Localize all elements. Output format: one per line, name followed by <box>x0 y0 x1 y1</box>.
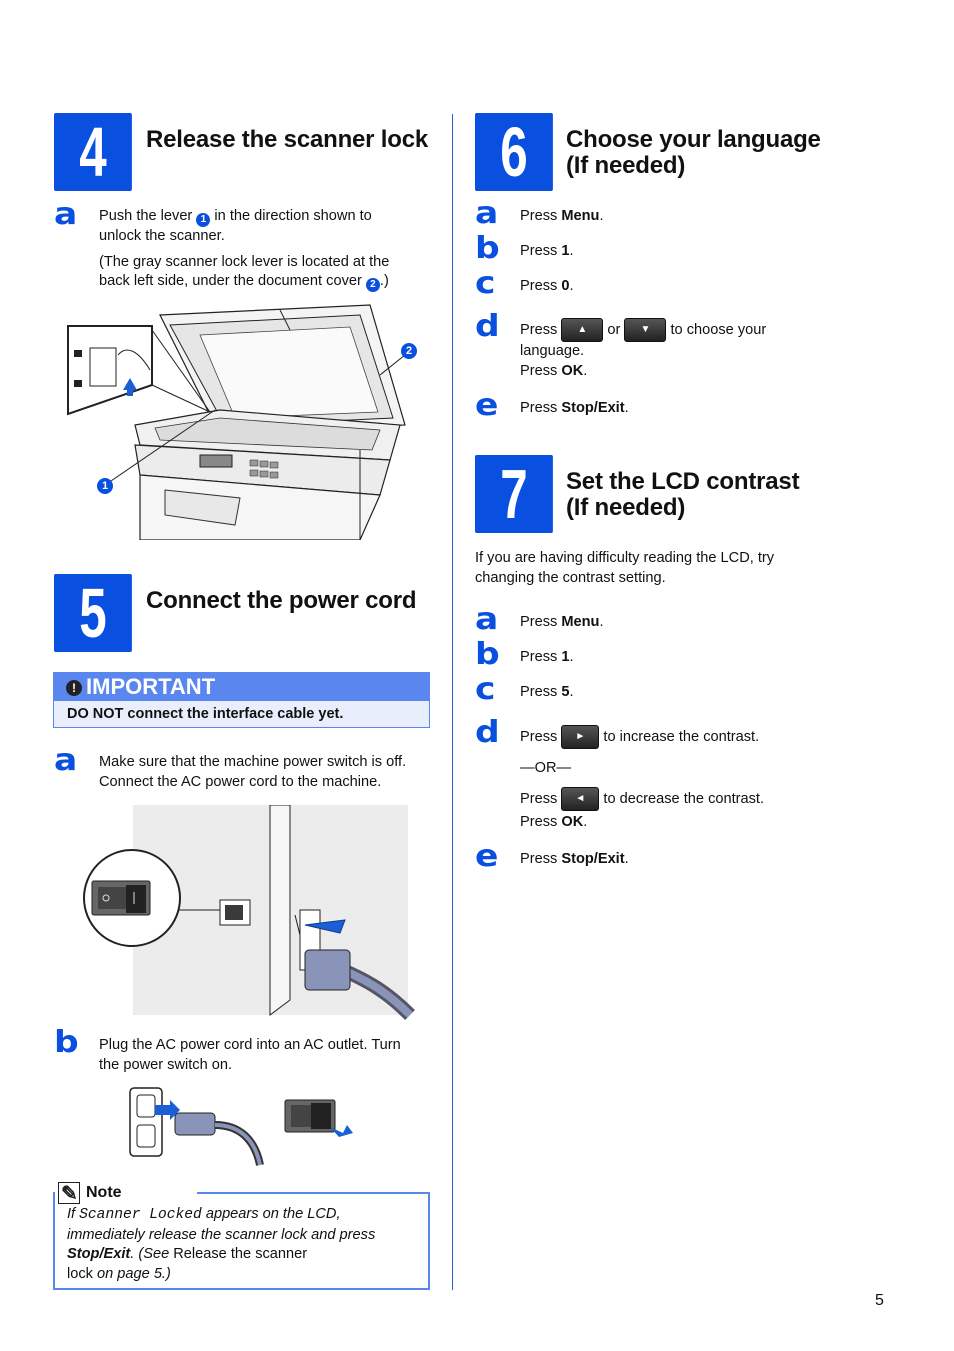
down-arrow-button: ▼ <box>624 318 667 342</box>
column-divider <box>452 114 453 1290</box>
step-6b-text: Press 1. <box>520 243 574 259</box>
outlet-illustration <box>129 1087 353 1166</box>
step-6-title: Choose your language (If needed) <box>566 126 821 179</box>
step-6d-text: Press ▲ or ▼ to choose your language. Pr… <box>520 318 820 381</box>
step-6d-letter: d <box>475 309 500 344</box>
up-arrow-button: ▲ <box>561 318 604 342</box>
step-4-badge: 4 <box>54 113 132 191</box>
note-box-topline <box>197 1192 430 1194</box>
step-6-badge: 6 <box>475 113 553 191</box>
step-5a-letter: a <box>54 743 78 778</box>
note-text: If Scanner Locked appears on the LCD, im… <box>67 1206 376 1282</box>
important-heading: !IMPORTANT <box>54 673 429 701</box>
step-7e-letter: e <box>475 839 499 874</box>
right-arrow-button: ► <box>561 725 600 749</box>
illustration-callout-1: 1 <box>97 478 113 494</box>
power-cord-illustration <box>83 805 415 1020</box>
step-7-title: Set the LCD contrast (If needed) <box>566 468 800 521</box>
scanner-lock-illustration <box>67 304 406 540</box>
page-number: 5 <box>875 1292 884 1309</box>
step-4a-text: Push the lever 1 in the direction shown … <box>99 208 390 292</box>
step-7d-text: Press ► to increase the contrast. —OR— P… <box>520 725 830 832</box>
step-4a-letter: a <box>54 197 78 232</box>
warning-icon: ! <box>66 680 82 696</box>
step-6e-letter: e <box>475 388 499 423</box>
step-6a-text: Press Menu. <box>520 208 604 224</box>
step-7b-letter: b <box>475 637 500 672</box>
step-5a-text: Make sure that the machine power switch … <box>99 754 407 790</box>
step-5-badge: 5 <box>54 574 132 652</box>
step-6b-letter: b <box>475 231 500 266</box>
step-7e-text: Press Stop/Exit. <box>520 851 629 867</box>
step-7-badge: 7 <box>475 455 553 533</box>
step-5b-text: Plug the AC power cord into an AC outlet… <box>99 1037 401 1073</box>
step-6c-text: Press 0. <box>520 278 574 294</box>
note-box <box>53 1192 430 1290</box>
callout-1-icon: 1 <box>196 213 211 227</box>
step-5-title: Connect the power cord <box>146 587 417 614</box>
step-5b-letter: b <box>54 1025 79 1060</box>
step-7a-text: Press Menu. <box>520 614 604 630</box>
step-7a-letter: a <box>475 602 499 637</box>
left-arrow-button: ◄ <box>561 786 600 811</box>
cross-reference-link[interactable]: Release the scanner <box>173 1246 308 1262</box>
step-7c-letter: c <box>475 672 496 707</box>
note-label: Note <box>58 1179 122 1208</box>
step-7-intro: If you are having difficulty reading the… <box>475 550 775 586</box>
step-6a-letter: a <box>475 196 499 231</box>
illustration-callout-2: 2 <box>401 343 417 359</box>
step-7c-text: Press 5. <box>520 684 574 700</box>
important-text: DO NOT connect the interface cable yet. <box>54 701 429 727</box>
step-6e-text: Press Stop/Exit. <box>520 400 629 416</box>
step-7d-letter: d <box>475 715 500 750</box>
step-6c-letter: c <box>475 266 496 301</box>
callout-2-icon: 2 <box>365 278 380 292</box>
step-4-title: Release the scanner lock <box>146 126 429 153</box>
note-pencil-icon <box>58 1180 80 1208</box>
important-notice: !IMPORTANT DO NOT connect the interface … <box>53 672 430 728</box>
step-7b-text: Press 1. <box>520 649 574 665</box>
